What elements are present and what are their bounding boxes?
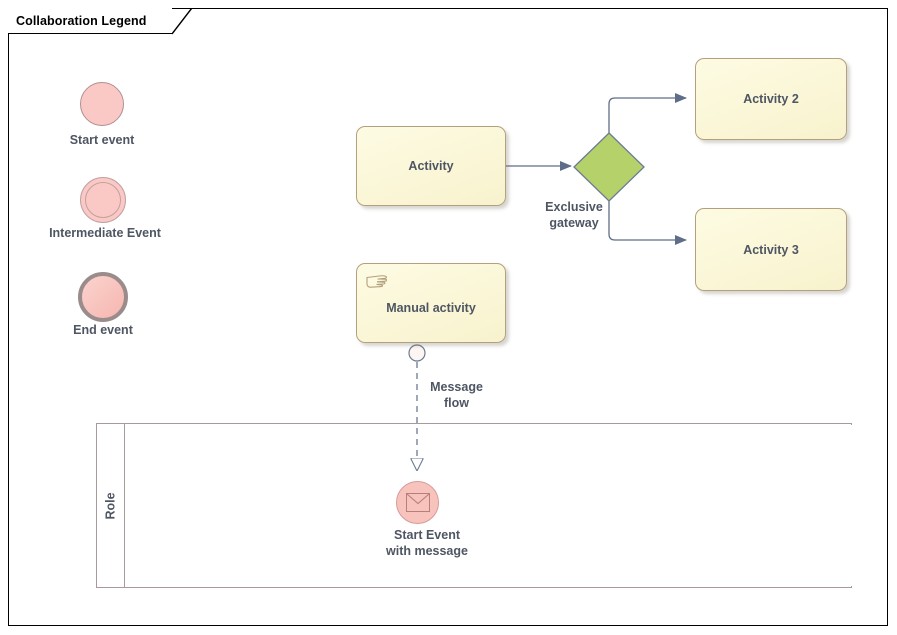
sequence-flow-gateway-to-activity-3 — [608, 192, 687, 245]
task-manual-activity[interactable]: Manual activity — [356, 263, 506, 343]
pool-role-header: Role — [97, 424, 125, 587]
circle-thin-icon — [80, 82, 124, 126]
envelope-icon — [405, 493, 430, 512]
task-activity-3[interactable]: Activity 3 — [695, 208, 847, 291]
pool-role-label: Role — [103, 491, 118, 520]
task-manual-activity-label: Manual activity — [386, 301, 476, 315]
start-event-with-message-label: Start Event with message — [386, 528, 468, 558]
page-title: Collaboration Legend — [16, 13, 147, 28]
circle-double-icon — [80, 177, 126, 223]
legend-intermediate-event[interactable] — [80, 177, 126, 223]
task-activity-2-label: Activity 2 — [743, 92, 799, 106]
task-activity[interactable]: Activity — [356, 126, 506, 206]
gateway-exclusive[interactable] — [571, 130, 647, 209]
circle-thick-icon — [78, 272, 128, 322]
pool-role[interactable]: Role — [96, 423, 852, 588]
message-flow-source-circle — [408, 344, 426, 362]
circle-double-inner-ring — [85, 182, 121, 218]
sequence-flow-gateway-to-activity-2 — [608, 93, 687, 146]
task-activity-3-label: Activity 3 — [743, 242, 799, 257]
pool-open-edge-mask — [851, 425, 855, 586]
diamond-icon — [573, 132, 645, 202]
diagram-title-tab: Collaboration Legend — [8, 7, 194, 35]
legend-end-event-label: End event — [73, 323, 133, 337]
circle-thin-icon — [396, 481, 439, 524]
legend-intermediate-event-label: Intermediate Event — [49, 226, 161, 240]
task-activity-label: Activity — [408, 159, 454, 173]
legend-start-event-label: Start event — [69, 133, 135, 147]
tab-slant-edge — [171, 7, 194, 35]
start-event-with-message[interactable] — [396, 481, 439, 524]
task-activity-2[interactable]: Activity 2 — [695, 58, 847, 140]
hand-icon — [365, 271, 391, 291]
gateway-exclusive-label: Exclusive gateway — [545, 200, 603, 230]
message-flow-label: Message flow — [430, 380, 483, 410]
